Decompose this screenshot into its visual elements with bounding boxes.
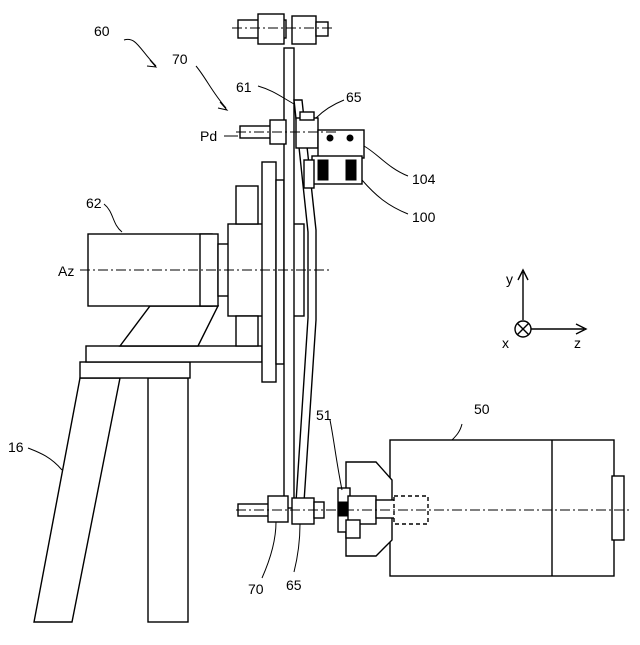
label-65-bottom: 65 (286, 577, 302, 593)
label-16: 16 (8, 439, 24, 455)
axis-label-x: x (502, 335, 509, 351)
label-100: 100 (412, 209, 436, 225)
label-70-top: 70 (172, 51, 188, 67)
label-az: Az (58, 263, 74, 279)
label-61: 61 (236, 79, 252, 95)
label-70-bottom: 70 (248, 581, 264, 597)
label-pd: Pd (200, 128, 217, 144)
label-62: 62 (86, 195, 102, 211)
label-104: 104 (412, 171, 436, 187)
stand-legs (34, 306, 262, 622)
label-60: 60 (94, 23, 110, 39)
axis-label-z: z (574, 335, 581, 351)
turntable-plates (262, 48, 294, 508)
label-51: 51 (316, 407, 332, 423)
spindle-head-50 (338, 440, 624, 576)
axis-label-y: y (506, 271, 513, 287)
label-65-top: 65 (346, 89, 362, 105)
axis-indicator (515, 270, 586, 337)
label-50: 50 (474, 401, 490, 417)
